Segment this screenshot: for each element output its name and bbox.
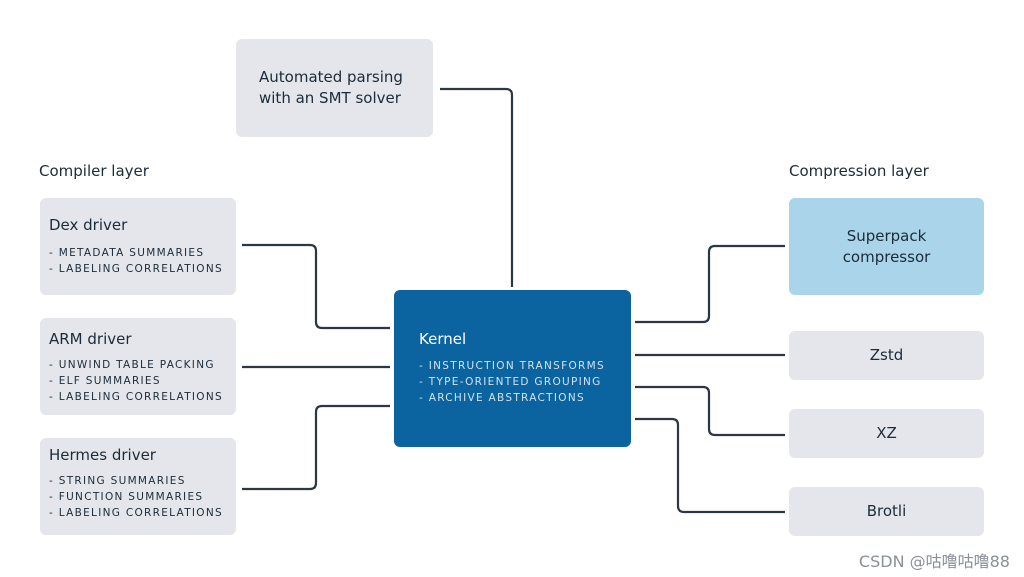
hermes-driver-title: Hermes driver [49, 446, 156, 464]
compression-layer-label: Compression layer [789, 162, 929, 180]
superpack-compressor-title: Superpack compressor [842, 226, 931, 266]
zstd-node: Zstd [789, 331, 984, 380]
connector-kernel-brotli [635, 417, 785, 514]
arm-driver-node: ARM driver - UNWIND TABLE PACKING - ELF … [40, 318, 236, 415]
xz-node: XZ [789, 409, 984, 458]
kernel-item: - ARCHIVE ABSTRACTIONS [419, 392, 585, 404]
zstd-title: Zstd [869, 346, 904, 364]
smt-solver-title: Automated parsing with an SMT solver [259, 68, 403, 107]
watermark: CSDN @咕噜咕噜88 [858, 552, 1010, 571]
kernel-item: - TYPE-ORIENTED GROUPING [419, 376, 602, 388]
connector-kernel-xz [635, 385, 785, 437]
dex-driver-node: Dex driver - METADATA SUMMARIES - LABELI… [40, 198, 236, 295]
kernel-item: - INSTRUCTION TRANSFORMS [419, 360, 605, 372]
hermes-driver-item: - LABELING CORRELATIONS [49, 507, 223, 519]
compiler-layer-label: Compiler layer [39, 162, 149, 180]
arm-driver-item: - ELF SUMMARIES [49, 375, 161, 387]
superpack-compressor-node: Superpack compressor [789, 198, 984, 295]
connector-smt-kernel [440, 87, 514, 287]
dex-driver-items: - METADATA SUMMARIES - LABELING CORRELAT… [49, 245, 236, 277]
brotli-title: Brotli [866, 502, 907, 520]
hermes-driver-node: Hermes driver - STRING SUMMARIES - FUNCT… [40, 438, 236, 535]
arm-driver-items: - UNWIND TABLE PACKING - ELF SUMMARIES -… [49, 357, 236, 405]
smt-solver-node: Automated parsing with an SMT solver [236, 39, 433, 137]
connector-hermes-kernel [242, 404, 390, 491]
hermes-driver-item: - STRING SUMMARIES [49, 475, 186, 487]
connector-kernel-superpack [635, 244, 785, 324]
kernel-title: Kernel [419, 330, 467, 348]
kernel-items: - INSTRUCTION TRANSFORMS - TYPE-ORIENTED… [419, 358, 631, 406]
hermes-driver-item: - FUNCTION SUMMARIES [49, 491, 204, 503]
brotli-node: Brotli [789, 487, 984, 536]
dex-driver-title: Dex driver [49, 216, 128, 234]
dex-driver-item: - METADATA SUMMARIES [49, 247, 205, 259]
arm-driver-title: ARM driver [49, 330, 132, 348]
arm-driver-item: - UNWIND TABLE PACKING [49, 359, 215, 371]
arm-driver-item: - LABELING CORRELATIONS [49, 391, 223, 403]
xz-title: XZ [876, 424, 897, 442]
dex-driver-item: - LABELING CORRELATIONS [49, 263, 223, 275]
kernel-node: Kernel - INSTRUCTION TRANSFORMS - TYPE-O… [394, 290, 631, 447]
connector-dex-kernel [242, 243, 390, 330]
hermes-driver-items: - STRING SUMMARIES - FUNCTION SUMMARIES … [49, 473, 236, 521]
